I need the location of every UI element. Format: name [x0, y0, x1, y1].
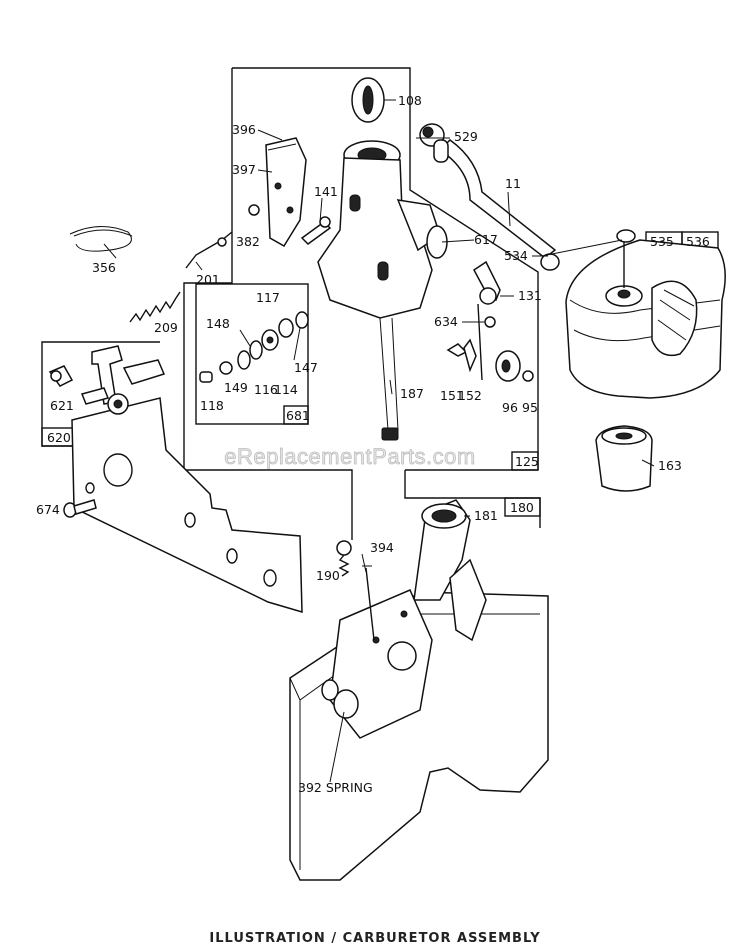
label-163: 163: [658, 458, 682, 473]
label-620: 620: [47, 430, 71, 445]
box-681-outline: [195, 283, 309, 425]
label-180: 180: [510, 500, 534, 515]
label-114: 114: [274, 382, 298, 397]
label-187: 187: [400, 386, 424, 401]
label-394: 394: [370, 540, 394, 555]
label-116: 116: [254, 382, 278, 397]
label-151: 151: [440, 388, 464, 403]
label-117: 117: [256, 290, 280, 305]
part-356-drawing: [69, 226, 133, 252]
label-396: 396: [232, 122, 256, 137]
box-180-outline: [404, 470, 541, 528]
label-131: 131: [518, 288, 542, 303]
fuel-tank-drawing: [289, 499, 549, 881]
air-cleaner-drawing: [565, 229, 726, 492]
label-190: 190: [316, 568, 340, 583]
throttle-bracket-drawing: [48, 345, 303, 614]
footer-caption: ILLUSTRATION / CARBURETOR ASSEMBLY: [209, 931, 540, 944]
leader-lines: [103, 129, 655, 783]
carburetor-body-drawing: [317, 140, 448, 441]
label-201: 201: [196, 272, 220, 287]
part-141-drawing: [300, 216, 332, 245]
label-209: 209: [154, 320, 178, 335]
box-125-outline: [183, 67, 539, 540]
label-147: 147: [294, 360, 318, 375]
part-190-drawing: [336, 540, 352, 577]
label-152: 152: [458, 388, 482, 403]
label-534: 534: [504, 248, 528, 263]
label-634: 634: [434, 314, 458, 329]
label-148: 148: [206, 316, 230, 331]
label-11: 11: [505, 176, 521, 191]
label-382: 382: [236, 234, 260, 249]
label-149: 149: [224, 380, 248, 395]
part-201-drawing: [185, 231, 233, 269]
label-181: 181: [474, 508, 498, 523]
part-397-drawing: [248, 137, 307, 248]
part-674-drawing: [63, 499, 97, 518]
watermark-text: eReplacementParts.com: [224, 444, 475, 469]
part-labels: 108 396 529 11 397 141 617 382 356 201 5…: [36, 93, 710, 795]
label-392-spring: 392 SPRING: [298, 780, 373, 795]
label-681: 681: [286, 408, 310, 423]
label-356: 356: [92, 260, 116, 275]
needle-valve-parts-drawing: [199, 311, 309, 383]
label-535: 535: [650, 234, 674, 249]
label-108: 108: [398, 93, 422, 108]
label-621: 621: [50, 398, 74, 413]
part-108-drawing: [351, 77, 396, 123]
label-118: 118: [200, 398, 224, 413]
label-617: 617: [474, 232, 498, 247]
label-95: 95: [522, 400, 538, 415]
part-209-drawing: [129, 291, 181, 323]
throttle-parts-drawing: [446, 260, 534, 382]
label-529: 529: [454, 129, 478, 144]
label-141: 141: [314, 184, 338, 199]
label-96: 96: [502, 400, 518, 415]
label-674: 674: [36, 502, 60, 517]
label-536: 536: [686, 234, 710, 249]
label-397: 397: [232, 162, 256, 177]
label-125: 125: [515, 454, 539, 469]
fuel-tube-drawing: [419, 123, 560, 271]
